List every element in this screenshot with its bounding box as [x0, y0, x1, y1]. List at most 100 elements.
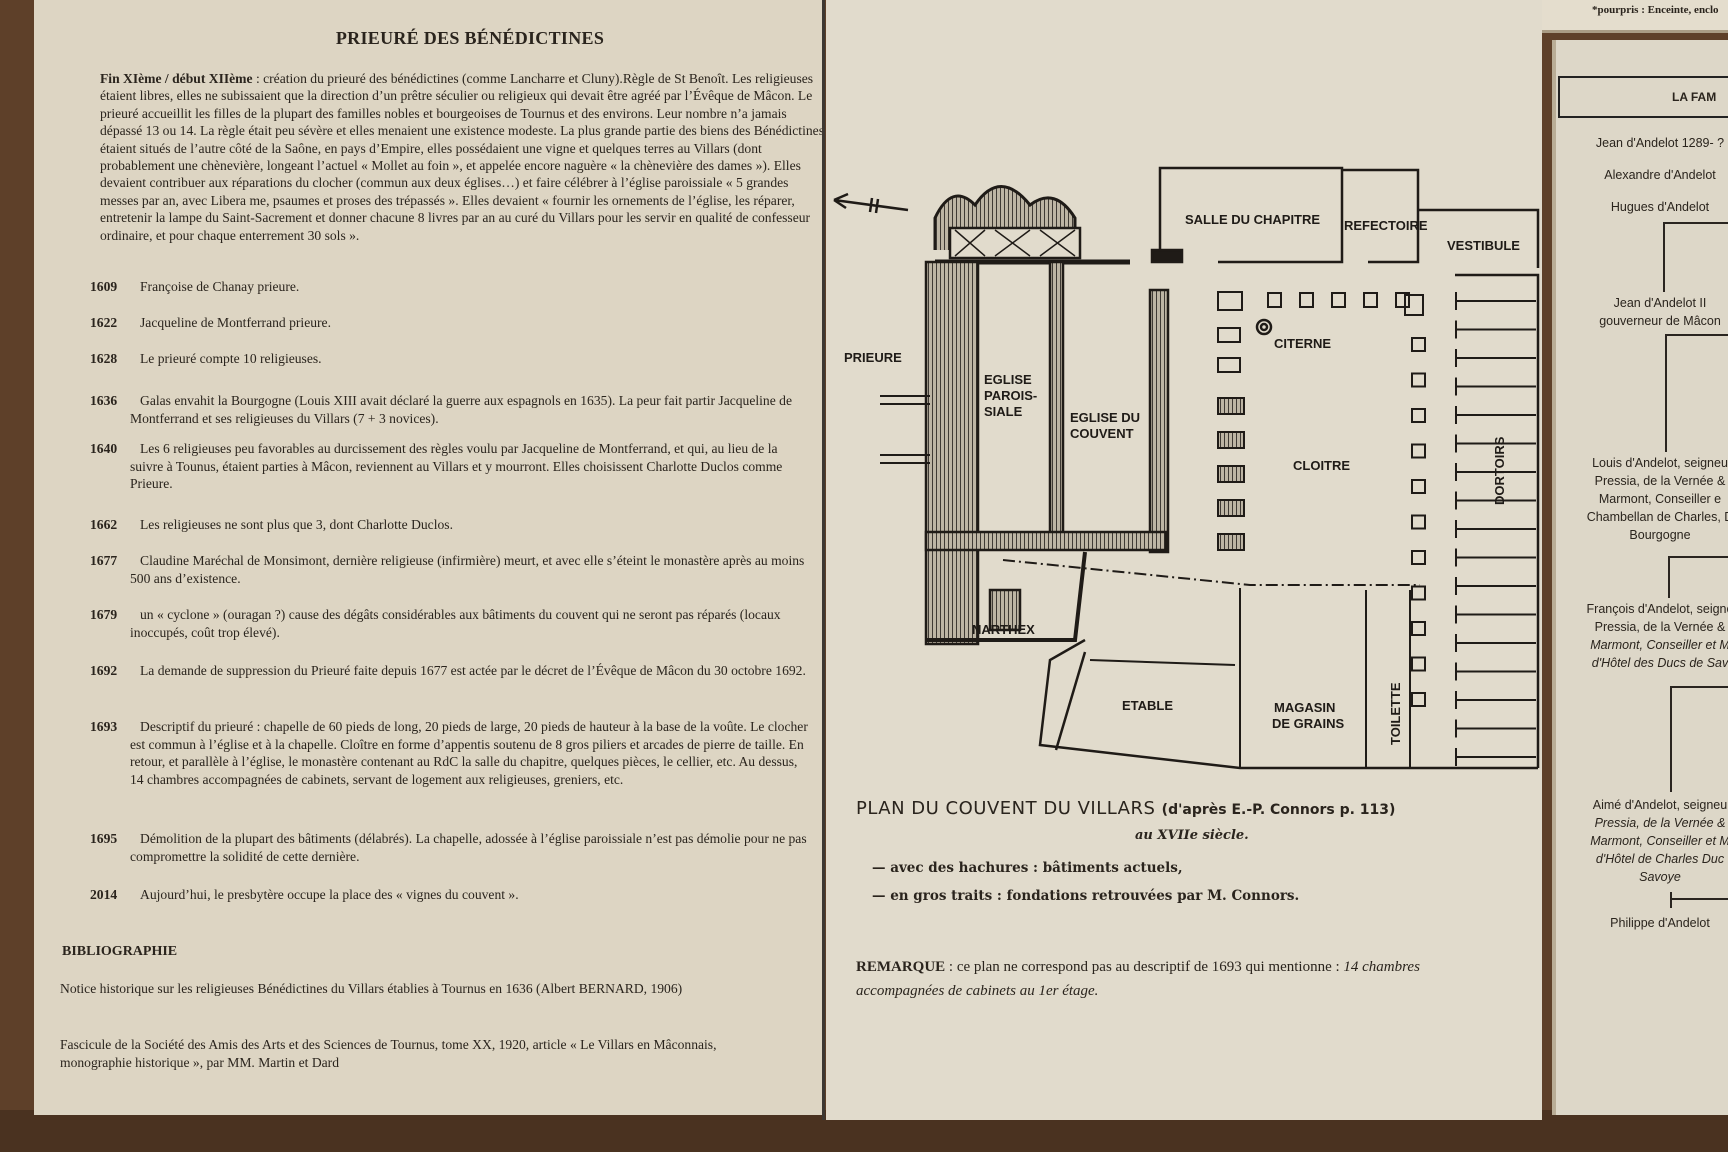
label-vestibule: VESTIBULE: [1447, 238, 1520, 253]
label-salle-chapitre: SALLE DU CHAPITRE: [1185, 212, 1320, 227]
tree-line: [1668, 556, 1728, 558]
remark-quote: 14 chambres accompagnées de cabinets au …: [856, 959, 1420, 999]
family-member: Pressia, de la Vernée &: [1594, 816, 1726, 830]
label-refectoire: REFECTOIRE: [1344, 218, 1428, 233]
timeline-year: 1640: [90, 441, 118, 456]
timeline-entry: 1628 Le prieuré compte 10 religieuses.: [90, 350, 810, 368]
family-heading: LA FAM: [1672, 90, 1717, 104]
cistern-icon: [1255, 318, 1273, 336]
tree-line: [1670, 898, 1728, 900]
family-member: Marmont, Conseiller et M: [1590, 638, 1728, 652]
bibliography-item: Fascicule de la Société des Amis des Art…: [60, 1037, 717, 1070]
label-eglise-paroissiale: SIALE: [984, 404, 1023, 419]
dormitory-cell-wall: [1455, 748, 1536, 766]
timeline-text: Démolition de la plupart des bâtiments (…: [130, 831, 807, 864]
timeline-text: La demande de suppression du Prieuré fai…: [140, 663, 806, 678]
cloister-pillar: [1411, 479, 1426, 494]
family-member: Bourgogne: [1629, 528, 1691, 542]
page-title: PRIEURÉ DES BÉNÉDICTINES: [335, 28, 605, 48]
cloister-pillar: [1217, 465, 1245, 483]
family-member: Chambellan de Charles, D: [1586, 510, 1728, 524]
cloister-pillar: [1411, 656, 1426, 672]
cloister-pillar: [1217, 397, 1245, 415]
timeline-text: Les 6 religieuses peu favorables au durc…: [130, 441, 783, 492]
panel-divider: [822, 0, 825, 1120]
cloister-pillar: [1395, 292, 1410, 308]
label-eglise-paroissiale: PAROIS-: [984, 388, 1037, 403]
dormitory-cell-wall: [1455, 605, 1536, 624]
timeline-text: Jacqueline de Montferrand prieure.: [140, 315, 331, 330]
timeline-year: 1628: [90, 351, 118, 366]
label-prieure: PRIEURE: [844, 350, 902, 365]
dormitory-cell-wall: [1455, 691, 1536, 709]
dormitory-cell-wall: [1455, 349, 1536, 367]
top-note: *pourpris : Enceinte, enclo: [1592, 4, 1719, 16]
dormitory-cell-wall: [1455, 463, 1536, 481]
timeline-entry: 1692 La demande de suppression du Prieuré…: [90, 662, 810, 680]
plan-legend-item: — avec des hachures : bâtiments actuels,: [872, 860, 1183, 876]
label-magasin: MAGASIN: [1274, 700, 1335, 715]
dormitory-cell-wall: [1455, 662, 1536, 681]
timeline-year: 2014: [90, 887, 118, 902]
family-member: Marmont, Conseiller et M: [1590, 834, 1728, 848]
tree-line: [1665, 334, 1728, 336]
label-etable: ETABLE: [1122, 698, 1173, 713]
family-member: Jean d'Andelot II: [1613, 296, 1707, 310]
family-heading-box: LA FAM: [1558, 76, 1728, 118]
cloister-pillar: [1411, 408, 1426, 423]
cloister-pillar: [1411, 443, 1426, 459]
dormitory-cell-wall: [1455, 377, 1536, 396]
label-magasin: DE GRAINS: [1272, 716, 1345, 731]
bibliography-heading: BIBLIOGRAPHIE: [62, 944, 178, 959]
label-cloitre: CLOITRE: [1293, 458, 1350, 473]
plan-legend-item: — en gros traits : fondations retrouvées…: [872, 888, 1300, 904]
label-eglise-paroissiale: EGLISE: [984, 372, 1032, 387]
history-panel: [34, 0, 824, 1115]
timeline-year: 1609: [90, 279, 118, 294]
family-member: d'Hôtel de Charles Duc: [1595, 852, 1725, 866]
plan-caption-source: (d'après E.-P. Connors p. 113): [1161, 802, 1396, 818]
timeline-year: 1679: [90, 607, 118, 622]
tree-line: [1670, 892, 1672, 908]
tree-line: [1663, 222, 1665, 292]
dormitory-cell-wall: [1455, 577, 1536, 595]
plan-caption-century: au XVIIe siècle.: [1135, 828, 1249, 843]
timeline-year: 1622: [90, 315, 118, 330]
label-toilette: TOILETTE: [1388, 682, 1403, 745]
cloister-pillar: [1411, 372, 1426, 388]
cloister-pillar: [1411, 585, 1426, 601]
tree-line: [1663, 222, 1728, 224]
cloister-pillar: [1217, 327, 1241, 343]
cloister-pillar: [1267, 292, 1282, 308]
dormitory-cell-wall: [1455, 491, 1536, 510]
bibliography-item: Notice historique sur les religieuses Bé…: [60, 981, 683, 996]
cloister-pillars: [1217, 291, 1426, 707]
family-member: Alexandre d'Andelot: [1604, 168, 1716, 182]
remark-text: : ce plan ne correspond pas au descripti…: [945, 959, 1344, 975]
cloister-pillar: [1331, 292, 1346, 308]
cloister-pillar: [1411, 621, 1426, 636]
intro-text: : création du prieuré des bénédictines (…: [100, 71, 824, 243]
label-dortoirs: DORTOIRS: [1492, 436, 1507, 505]
dormitory-cell-wall: [1455, 548, 1536, 567]
tree-line: [1668, 556, 1670, 598]
cloister-pillar: [1411, 550, 1426, 565]
timeline-text: Le prieuré compte 10 religieuses.: [140, 351, 322, 366]
dormitory-cell-wall: [1455, 292, 1536, 310]
plan-remark: REMARQUE : ce plan ne correspond pas au …: [856, 955, 1506, 1003]
family-member: François d'Andelot, seigne: [1586, 602, 1728, 616]
family-member: Louis d'Andelot, seigneu: [1592, 456, 1728, 470]
timeline-text: Galas envahit la Bourgogne (Louis XIII a…: [130, 393, 792, 426]
timeline-year: 1693: [90, 719, 118, 734]
timeline-text: Claudine Maréchal de Monsimont, dernière…: [130, 553, 805, 586]
timeline-year: 1692: [90, 663, 118, 678]
cloister-pillar: [1217, 357, 1241, 373]
cloister-pillar: [1217, 533, 1245, 551]
dormitory-cell-wall: [1455, 406, 1536, 424]
intro-period: Fin XIème / début XIIème: [100, 71, 253, 86]
dormitory-cell-wall: [1455, 520, 1536, 538]
cloister-pillar: [1217, 431, 1245, 449]
timeline-entry: 1622 Jacqueline de Montferrand prieure.: [90, 314, 810, 332]
